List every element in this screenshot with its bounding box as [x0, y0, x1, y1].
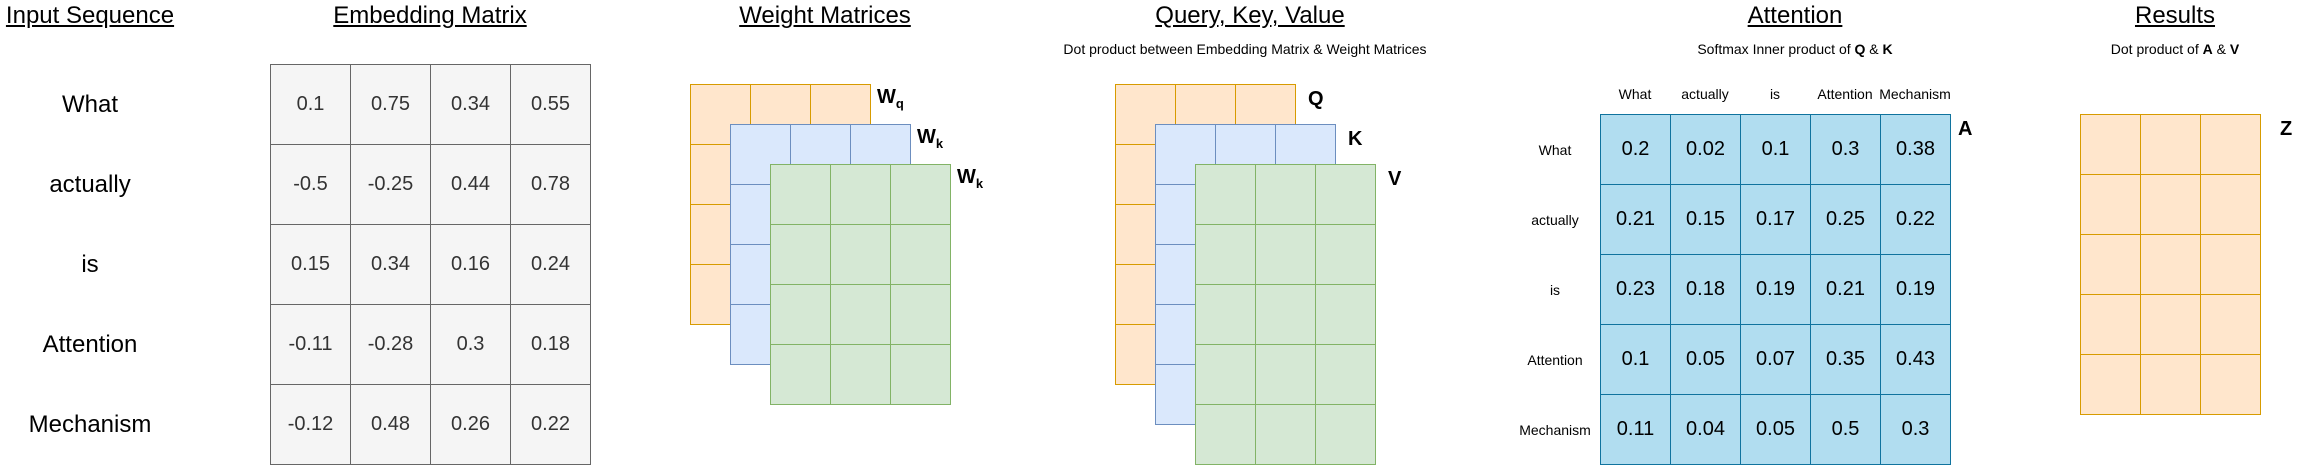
value-matrix — [1195, 164, 1376, 465]
attention-cell: 0.05 — [1671, 325, 1741, 395]
attention-cell: 0.15 — [1671, 185, 1741, 255]
attention-cell: 0.05 — [1741, 395, 1811, 465]
attention-col-header: Attention — [1817, 86, 1873, 102]
attention-title: Attention — [1747, 2, 1843, 29]
embedding-matrix: 0.1 0.75 0.34 0.55 -0.5 -0.25 0.44 0.78 … — [270, 64, 591, 465]
embedding-cell: 0.22 — [511, 385, 591, 465]
token-is: is — [81, 251, 99, 278]
embedding-cell: 0.48 — [351, 385, 431, 465]
attention-row-header: Mechanism — [1519, 422, 1591, 438]
embedding-cell: 0.15 — [271, 225, 351, 305]
embedding-cell: -0.28 — [351, 305, 431, 385]
attention-cell: 0.21 — [1601, 185, 1671, 255]
weight-matrices-title: Weight Matrices — [739, 2, 911, 29]
input-sequence-title: Input Sequence — [5, 2, 175, 29]
weight-label-k: Wk — [917, 126, 944, 151]
attention-cell: 0.19 — [1881, 255, 1951, 325]
key-label: K — [1348, 128, 1363, 150]
attention-cell: 0.18 — [1671, 255, 1741, 325]
attention-matrix: 0.2 0.02 0.1 0.3 0.38 0.21 0.15 0.17 0.2… — [1600, 114, 1951, 465]
attention-cell: 0.25 — [1811, 185, 1881, 255]
embedding-cell: 0.55 — [511, 65, 591, 145]
weight-label-q: Wq — [877, 86, 904, 111]
embedding-cell: 0.75 — [351, 65, 431, 145]
attention-row-header: is — [1549, 282, 1561, 298]
embedding-cell: -0.25 — [351, 145, 431, 225]
attention-label: A — [1958, 118, 1973, 140]
value-label: V — [1388, 168, 1402, 190]
attention-cell: 0.5 — [1811, 395, 1881, 465]
results-subtitle: Dot product of A & V — [2110, 41, 2240, 57]
weight-matrix-v — [770, 164, 951, 405]
attention-cell: 0.1 — [1741, 115, 1811, 185]
embedding-cell: 0.16 — [431, 225, 511, 305]
query-label: Q — [1308, 88, 1324, 110]
weight-label-v: Wk — [957, 166, 984, 191]
token-what: What — [61, 91, 119, 118]
embedding-cell: 0.78 — [511, 145, 591, 225]
attention-cell: 0.21 — [1811, 255, 1881, 325]
embedding-cell: -0.12 — [271, 385, 351, 465]
attention-subtitle: Softmax Inner product of Q & K — [1697, 41, 1893, 57]
embedding-cell: -0.11 — [271, 305, 351, 385]
attention-col-header: actually — [1681, 86, 1729, 102]
attention-col-header: is — [1769, 86, 1781, 102]
attention-cell: 0.17 — [1741, 185, 1811, 255]
attention-cell: 0.3 — [1881, 395, 1951, 465]
attention-cell: 0.23 — [1601, 255, 1671, 325]
attention-col-header: What — [1618, 86, 1652, 102]
embedding-cell: 0.34 — [351, 225, 431, 305]
attention-cell: 0.11 — [1601, 395, 1671, 465]
results-label: Z — [2280, 118, 2293, 140]
attention-row-header: Attention — [1527, 352, 1583, 368]
results-title: Results — [2134, 2, 2216, 29]
embedding-cell: 0.1 — [271, 65, 351, 145]
attention-col-header: Mechanism — [1879, 86, 1951, 102]
attention-cell: 0.1 — [1601, 325, 1671, 395]
embedding-cell: 0.3 — [431, 305, 511, 385]
qkv-title: Query, Key, Value — [1155, 2, 1345, 29]
attention-row-header: actually — [1531, 212, 1579, 228]
attention-cell: 0.02 — [1671, 115, 1741, 185]
attention-row-header: What — [1538, 142, 1572, 158]
attention-cell: 0.2 — [1601, 115, 1671, 185]
embedding-cell: 0.24 — [511, 225, 591, 305]
attention-cell: 0.04 — [1671, 395, 1741, 465]
qkv-subtitle: Dot product between Embedding Matrix & W… — [1063, 41, 1427, 57]
attention-cell: 0.3 — [1811, 115, 1881, 185]
attention-cell: 0.38 — [1881, 115, 1951, 185]
embedding-cell: -0.5 — [271, 145, 351, 225]
token-mechanism: Mechanism — [28, 411, 152, 438]
attention-cell: 0.22 — [1881, 185, 1951, 255]
token-actually: actually — [49, 171, 131, 198]
results-matrix — [2080, 114, 2261, 415]
embedding-cell: 0.18 — [511, 305, 591, 385]
embedding-matrix-title: Embedding Matrix — [333, 2, 527, 29]
attention-cell: 0.19 — [1741, 255, 1811, 325]
embedding-cell: 0.34 — [431, 65, 511, 145]
embedding-cell: 0.44 — [431, 145, 511, 225]
attention-cell: 0.35 — [1811, 325, 1881, 395]
token-attention: Attention — [42, 331, 138, 358]
attention-cell: 0.43 — [1881, 325, 1951, 395]
embedding-cell: 0.26 — [431, 385, 511, 465]
attention-cell: 0.07 — [1741, 325, 1811, 395]
